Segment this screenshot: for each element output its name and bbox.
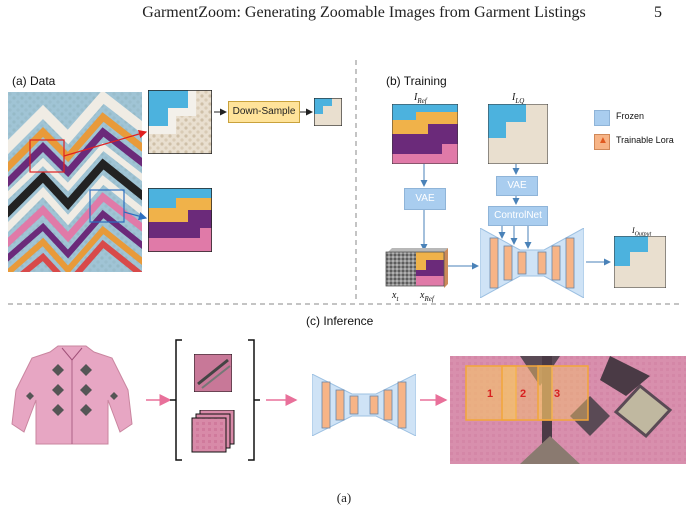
legend-frozen-label: Frozen — [616, 111, 645, 121]
data-zoom-arrows — [63, 108, 313, 221]
latent-cube — [385, 248, 448, 288]
legend-trainable-swatch: ▲ — [594, 134, 610, 150]
low-quality-image — [488, 104, 548, 164]
training-panel-label: (b) Training — [386, 74, 447, 88]
crop-number-1: 1 — [487, 388, 494, 400]
inference-panel-label: (c) Inference — [306, 314, 374, 328]
vae-box-reference: VAE — [404, 188, 446, 210]
input-bracket — [170, 339, 260, 461]
i-lq-label: ILQ — [512, 92, 525, 105]
legend-frozen-swatch — [594, 110, 610, 126]
training-arrows — [420, 164, 611, 270]
page-header: GarmentZoom: Generating Zoomable Images … — [0, 0, 688, 28]
page-number: 5 — [654, 4, 662, 21]
inference-reference-crop — [194, 354, 232, 392]
i-ref-label: IRef — [414, 92, 427, 105]
flame-icon: ▲ — [598, 135, 608, 146]
x-t-label: xt — [392, 290, 399, 303]
vae-box-lq: VAE — [496, 176, 538, 196]
legend-trainable-label: Trainable Lora — [616, 135, 674, 145]
downsampled-patch — [314, 98, 342, 126]
inference-result-image — [450, 356, 686, 464]
garment-image — [11, 345, 133, 445]
zoomed-patch-red — [148, 90, 212, 154]
x-ref-label: xRef — [420, 290, 434, 303]
crop-number-3: 3 — [554, 388, 561, 400]
reference-image — [392, 104, 458, 164]
crop-number-2: 2 — [520, 388, 527, 400]
output-image — [614, 236, 666, 288]
controlnet-box: ControlNet — [488, 206, 548, 226]
knit-fabric-image — [8, 92, 142, 272]
inference-stacked-crops — [191, 410, 235, 453]
downsample-box: Down-Sample — [228, 101, 300, 123]
figure-caption: (a) — [336, 490, 352, 505]
inference-unet — [312, 374, 416, 436]
running-title: GarmentZoom: Generating Zoomable Images … — [142, 4, 586, 21]
training-unet — [480, 228, 584, 298]
data-panel-label: (a) Data — [12, 74, 56, 88]
inference-arrows — [146, 394, 448, 406]
zoomed-patch-blue — [148, 188, 212, 252]
i-output-label: IOutput — [632, 226, 652, 238]
